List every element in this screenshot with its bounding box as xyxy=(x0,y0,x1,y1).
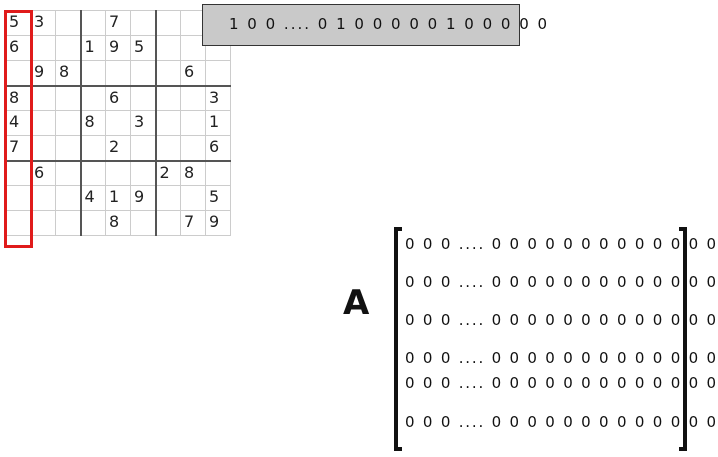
sudoku-cell xyxy=(130,85,157,111)
sudoku-cell xyxy=(80,160,106,186)
sudoku-cell xyxy=(30,210,56,236)
sudoku-cell xyxy=(30,185,56,211)
matrix-row: 0 0 0 .... 0 0 0 0 0 0 0 0 0 0 0 0 0 xyxy=(405,235,718,253)
sudoku-cell xyxy=(55,85,82,111)
sudoku-cell xyxy=(155,110,181,136)
sudoku-cell: 5 xyxy=(205,185,231,211)
sudoku-cell: 9 xyxy=(105,35,131,61)
sudoku-cell xyxy=(180,110,206,136)
matrix-left-bracket xyxy=(394,227,402,451)
sudoku-cell xyxy=(80,210,106,236)
sudoku-cell xyxy=(55,210,82,236)
sudoku-cell xyxy=(30,110,56,136)
sudoku-cell: 5 xyxy=(130,35,157,61)
sudoku-cell xyxy=(105,110,131,136)
sudoku-cell xyxy=(180,35,206,61)
matrix-right-bracket xyxy=(679,227,687,451)
sudoku-cell xyxy=(155,210,181,236)
sudoku-cell: 1 xyxy=(105,185,131,211)
sudoku-cell xyxy=(55,135,82,162)
matrix-row: 0 0 0 .... 0 0 0 0 0 0 0 0 0 0 0 0 0 xyxy=(405,311,718,329)
first-column-highlight xyxy=(4,10,33,248)
sudoku-cell: 7 xyxy=(180,210,206,236)
sudoku-cell: 3 xyxy=(130,110,157,136)
sudoku-cell: 8 xyxy=(80,110,106,136)
sudoku-cell xyxy=(5,60,31,87)
sudoku-cell xyxy=(80,10,106,36)
sudoku-cell xyxy=(155,135,181,162)
sudoku-cell xyxy=(130,60,157,87)
sudoku-cell xyxy=(155,185,181,211)
matrix-row: 0 0 0 .... 0 0 0 0 0 0 0 0 0 0 0 0 0 xyxy=(405,273,718,291)
sudoku-cell xyxy=(55,185,82,211)
sudoku-cell xyxy=(80,60,106,87)
sudoku-cell: 6 xyxy=(205,135,231,162)
sudoku-cell xyxy=(55,160,82,186)
sudoku-cell xyxy=(155,35,181,61)
sudoku-cell xyxy=(105,60,131,87)
sudoku-cell: 3 xyxy=(30,10,56,36)
sudoku-cell: 1 xyxy=(205,110,231,136)
sudoku-cell xyxy=(180,135,206,162)
sudoku-cell xyxy=(155,10,181,36)
sudoku-cell xyxy=(130,135,157,162)
sudoku-cell: 2 xyxy=(105,135,131,162)
sudoku-cell xyxy=(205,60,231,87)
sudoku-cell: 8 xyxy=(105,210,131,236)
sudoku-cell xyxy=(130,10,157,36)
sudoku-cell xyxy=(80,135,106,162)
sudoku-cell xyxy=(30,135,56,162)
sudoku-cell: 8 xyxy=(55,60,82,87)
sudoku-cell xyxy=(155,85,181,111)
binary-row-vector: 1 0 0 .... 0 1 0 0 0 0 0 1 0 0 0 0 0 xyxy=(202,4,547,46)
sudoku-cell: 8 xyxy=(180,160,206,186)
sudoku-cell: 9 xyxy=(30,60,56,87)
sudoku-cell: 6 xyxy=(180,60,206,87)
matrix-row: 0 0 0 .... 0 0 0 0 0 0 0 0 0 0 0 0 0 xyxy=(405,374,718,392)
sudoku-cell xyxy=(180,185,206,211)
sudoku-cell: 2 xyxy=(155,160,181,186)
sudoku-cell xyxy=(80,85,106,111)
sudoku-cell: 4 xyxy=(80,185,106,211)
sudoku-cell: 6 xyxy=(30,160,56,186)
sudoku-cell xyxy=(55,110,82,136)
matrix-label: A xyxy=(343,283,370,323)
sudoku-cell xyxy=(205,160,231,186)
sudoku-cell xyxy=(155,60,181,87)
sudoku-cell: 1 xyxy=(80,35,106,61)
sudoku-cell xyxy=(130,160,157,186)
sudoku-cell xyxy=(55,10,82,36)
sudoku-cell xyxy=(30,85,56,111)
sudoku-cell: 9 xyxy=(130,185,157,211)
sudoku-cell: 7 xyxy=(105,10,131,36)
sudoku-cell xyxy=(130,210,157,236)
sudoku-cell xyxy=(180,85,206,111)
sudoku-cell: 6 xyxy=(105,85,131,111)
sudoku-cell: 3 xyxy=(205,85,231,111)
sudoku-cell: 9 xyxy=(205,210,231,236)
sudoku-cell xyxy=(30,35,56,61)
matrix-row: 0 0 0 .... 0 0 0 0 0 0 0 0 0 0 0 0 0 xyxy=(405,413,718,431)
sudoku-cell xyxy=(55,35,82,61)
matrix-row: 0 0 0 .... 0 0 0 0 0 0 0 0 0 0 0 0 0 xyxy=(405,349,718,367)
sudoku-cell xyxy=(105,160,131,186)
